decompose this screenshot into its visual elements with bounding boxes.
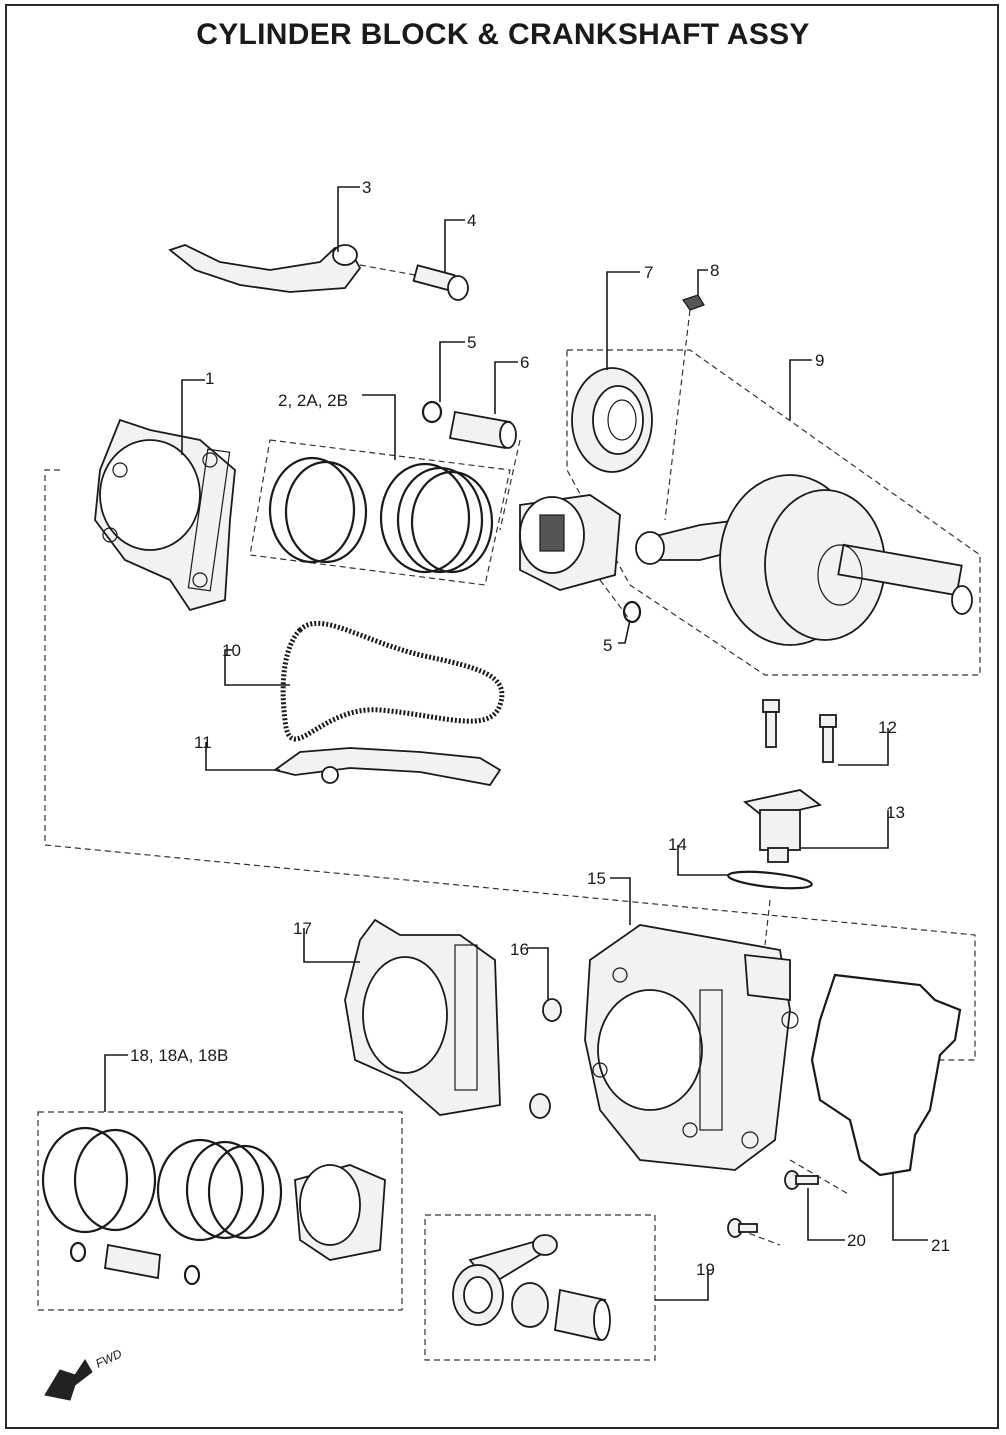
piston-pin-clip-upper	[421, 400, 443, 424]
diagram-frame	[5, 4, 999, 1429]
leader-4	[444, 219, 465, 272]
leader-18	[104, 1054, 128, 1112]
callout-5-upper: 5	[467, 333, 476, 352]
leader-9	[789, 359, 812, 420]
leader-12	[838, 728, 889, 766]
bolt-axis-b	[739, 1229, 781, 1246]
leader-6	[494, 361, 518, 414]
leader-16	[527, 947, 549, 1000]
tensioner-gasket	[727, 870, 813, 890]
cylinder-block	[584, 924, 799, 1171]
bolt-axis-a	[789, 1159, 851, 1196]
connecting-rod-kit	[452, 1234, 611, 1342]
callout-11: 11	[194, 733, 212, 752]
guide-bolt	[412, 264, 469, 301]
callout-1: 1	[205, 369, 214, 388]
callout-21: 21	[931, 1236, 950, 1255]
callout-19: 19	[696, 1260, 715, 1279]
callout-7: 7	[644, 263, 653, 282]
leader-11	[205, 742, 280, 771]
callout-3: 3	[362, 178, 371, 197]
callout-5-lower: 5	[603, 636, 612, 655]
cylinder-base-gasket	[344, 918, 501, 1116]
cylinder-bolts	[727, 1170, 819, 1238]
cam-chain	[280, 620, 505, 742]
leader-10	[224, 649, 290, 686]
tensioner-bolts	[762, 699, 837, 763]
leader-7	[606, 271, 640, 370]
piston-rings	[268, 456, 494, 574]
tensioner-axis	[764, 899, 771, 946]
callout-2: 2, 2A, 2B	[278, 391, 348, 410]
chain-guide-upper	[168, 244, 362, 293]
leader-13	[800, 810, 889, 849]
leader-5a	[439, 341, 465, 402]
leader-1	[181, 379, 205, 455]
callout-14: 14	[668, 835, 687, 854]
head-cover-gasket	[810, 973, 962, 1177]
callout-10: 10	[222, 641, 241, 660]
callout-6: 6	[520, 353, 529, 372]
callout-12: 12	[878, 718, 897, 737]
chain-guide-lower	[272, 747, 502, 786]
fwd-label: FWD	[93, 1346, 124, 1370]
cam-chain-tensioner	[742, 789, 823, 863]
callout-9: 9	[815, 351, 824, 370]
callout-20: 20	[847, 1231, 866, 1250]
piston-set	[41, 1126, 386, 1286]
head-gasket-group-outline	[44, 469, 976, 1061]
callout-15: 15	[587, 869, 606, 888]
piston-pin	[448, 410, 517, 450]
leader-14	[677, 845, 728, 876]
leader-3	[337, 186, 360, 252]
leader-8	[697, 269, 708, 296]
leader-2	[362, 394, 396, 460]
callout-8: 8	[710, 261, 719, 280]
clip-axis	[599, 579, 631, 621]
guide-bolt-axis	[359, 264, 416, 276]
callout-16: 16	[510, 940, 529, 959]
leader-5b	[618, 619, 631, 644]
piston-ring-group-outline	[249, 439, 511, 586]
piston-pin-clip-lower	[622, 600, 642, 624]
crankshaft-group-outline	[566, 349, 981, 676]
leader-15	[610, 877, 631, 925]
callout-13: 13	[886, 803, 905, 822]
connecting-rod-kit-outline	[424, 1214, 656, 1361]
crankshaft	[635, 474, 973, 646]
dowel-pin-upper	[542, 998, 562, 1022]
leader-20	[807, 1188, 845, 1241]
leader-19	[655, 1270, 709, 1301]
callout-17: 17	[293, 919, 312, 938]
callout-18: 18, 18A, 18B	[130, 1046, 228, 1065]
key-axis	[664, 309, 691, 521]
cylinder-head-gasket	[94, 418, 236, 612]
fwd-arrow-icon	[44, 1359, 93, 1401]
piston	[519, 494, 621, 591]
leader-17	[303, 928, 360, 963]
dowel-pin-lower	[529, 1093, 551, 1119]
callout-4: 4	[467, 211, 476, 230]
leader-21	[892, 1172, 928, 1241]
piston-pin-axis	[499, 439, 521, 531]
woodruff-key	[682, 294, 705, 311]
piston-set-group-outline	[37, 1111, 403, 1311]
diagram-title: CYLINDER BLOCK & CRANKSHAFT ASSY	[196, 18, 810, 51]
crankshaft-bearing	[571, 367, 653, 473]
